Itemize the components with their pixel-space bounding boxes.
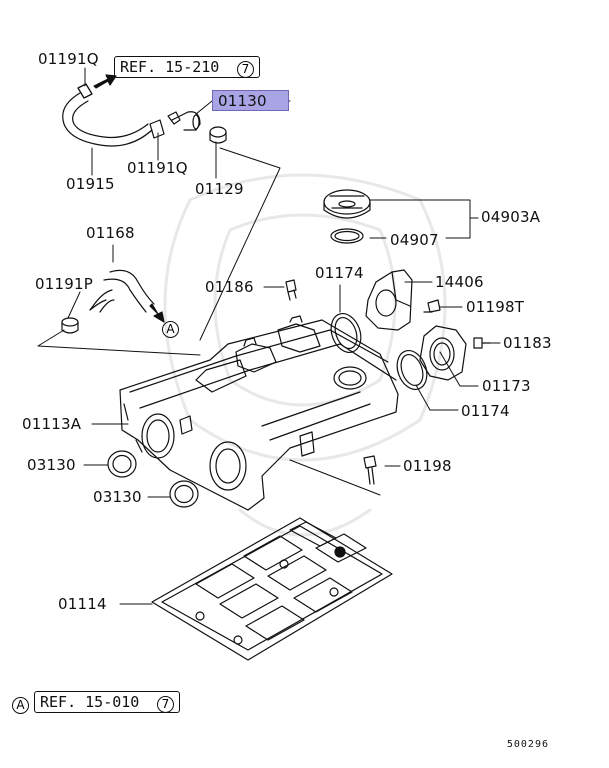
ref-box-top[interactable] <box>114 56 260 78</box>
callout-01174-top[interactable]: 01174 <box>315 264 364 282</box>
seal-03130-b <box>169 480 199 508</box>
callout-14406[interactable]: 14406 <box>435 273 484 291</box>
arrow-to-marker-a <box>149 303 165 323</box>
bolt-01183 <box>473 337 491 349</box>
callout-01183[interactable]: 01183 <box>503 334 552 352</box>
callout-01113A[interactable]: 01113A <box>22 415 82 433</box>
cam-position-sensor-14406 <box>365 269 413 331</box>
oring-01174-a <box>330 313 362 353</box>
diagram-number: 500296 <box>506 739 549 750</box>
bolt-01198T <box>423 299 441 313</box>
ref-top-circled-number: 7 <box>237 58 254 78</box>
oil-filler-cap-04903A <box>323 189 371 219</box>
callout-01174-right[interactable]: 01174 <box>461 402 510 420</box>
callout-01186[interactable]: 01186 <box>205 278 254 296</box>
pcv-hose-01168 <box>89 269 155 313</box>
callout-01114[interactable]: 01114 <box>58 595 107 613</box>
leader-lines <box>37 67 501 605</box>
ref-bottom-label: REF. 15-010 <box>40 693 140 711</box>
oring-01174-b <box>396 350 428 390</box>
callout-01191P[interactable]: 01191P <box>35 275 93 293</box>
callout-01173[interactable]: 01173 <box>482 377 531 395</box>
callout-01168[interactable]: 01168 <box>86 224 135 242</box>
elbow-fitting-01130 <box>167 111 201 131</box>
bolt-01198 <box>363 455 377 485</box>
selected-part-highlight <box>212 90 289 111</box>
callout-01129[interactable]: 01129 <box>195 180 244 198</box>
callout-03130-b[interactable]: 03130 <box>93 488 142 506</box>
callout-01191Q-mid[interactable]: 01191Q <box>127 159 188 177</box>
breather-hose-01915 <box>62 83 165 147</box>
callout-01915[interactable]: 01915 <box>66 175 115 193</box>
ref-box-bottom[interactable] <box>34 691 180 713</box>
cap-gasket-04907 <box>330 228 364 244</box>
callout-01198T[interactable]: 01198T <box>466 298 525 316</box>
ref-arrow-top <box>93 74 117 89</box>
callout-01191Q-top[interactable]: 01191Q <box>38 50 99 68</box>
callout-01130-selected[interactable]: 01130 <box>218 92 267 110</box>
callout-01198[interactable]: 01198 <box>403 457 452 475</box>
grommet-01191P <box>61 317 79 334</box>
marker-a-legend: A <box>12 694 29 714</box>
marker-a-callout: A <box>162 318 179 338</box>
watermark-logo <box>163 173 447 537</box>
callout-03130-a[interactable]: 03130 <box>27 456 76 474</box>
housing-01173 <box>419 325 467 381</box>
rocker-cover-01113A <box>119 315 399 511</box>
seal-03130-a <box>107 450 137 478</box>
gasket-01114 <box>151 517 393 661</box>
grommet-01129 <box>209 126 227 144</box>
callout-04907[interactable]: 04907 <box>390 231 439 249</box>
bolt-01186 <box>285 279 297 301</box>
ref-top-label: REF. 15-210 <box>120 58 220 76</box>
ref-bottom-circled-number: 7 <box>157 693 174 713</box>
callout-04903A[interactable]: 04903A <box>481 208 541 226</box>
